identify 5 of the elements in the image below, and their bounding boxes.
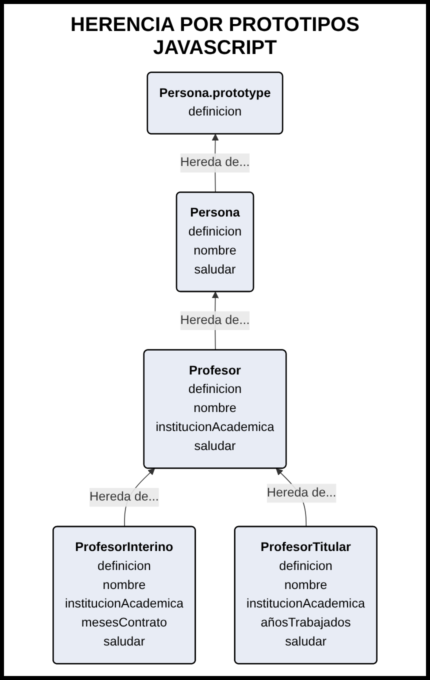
edge-label: Hereda de... xyxy=(180,156,250,170)
edge-label: Hereda de... xyxy=(89,490,159,504)
edge-label: Hereda de... xyxy=(180,314,250,327)
edge-label: Hereda de... xyxy=(266,486,336,500)
diagram-title: HERENCIA POR PROTOTIPOS JAVASCRIPT xyxy=(70,14,360,60)
